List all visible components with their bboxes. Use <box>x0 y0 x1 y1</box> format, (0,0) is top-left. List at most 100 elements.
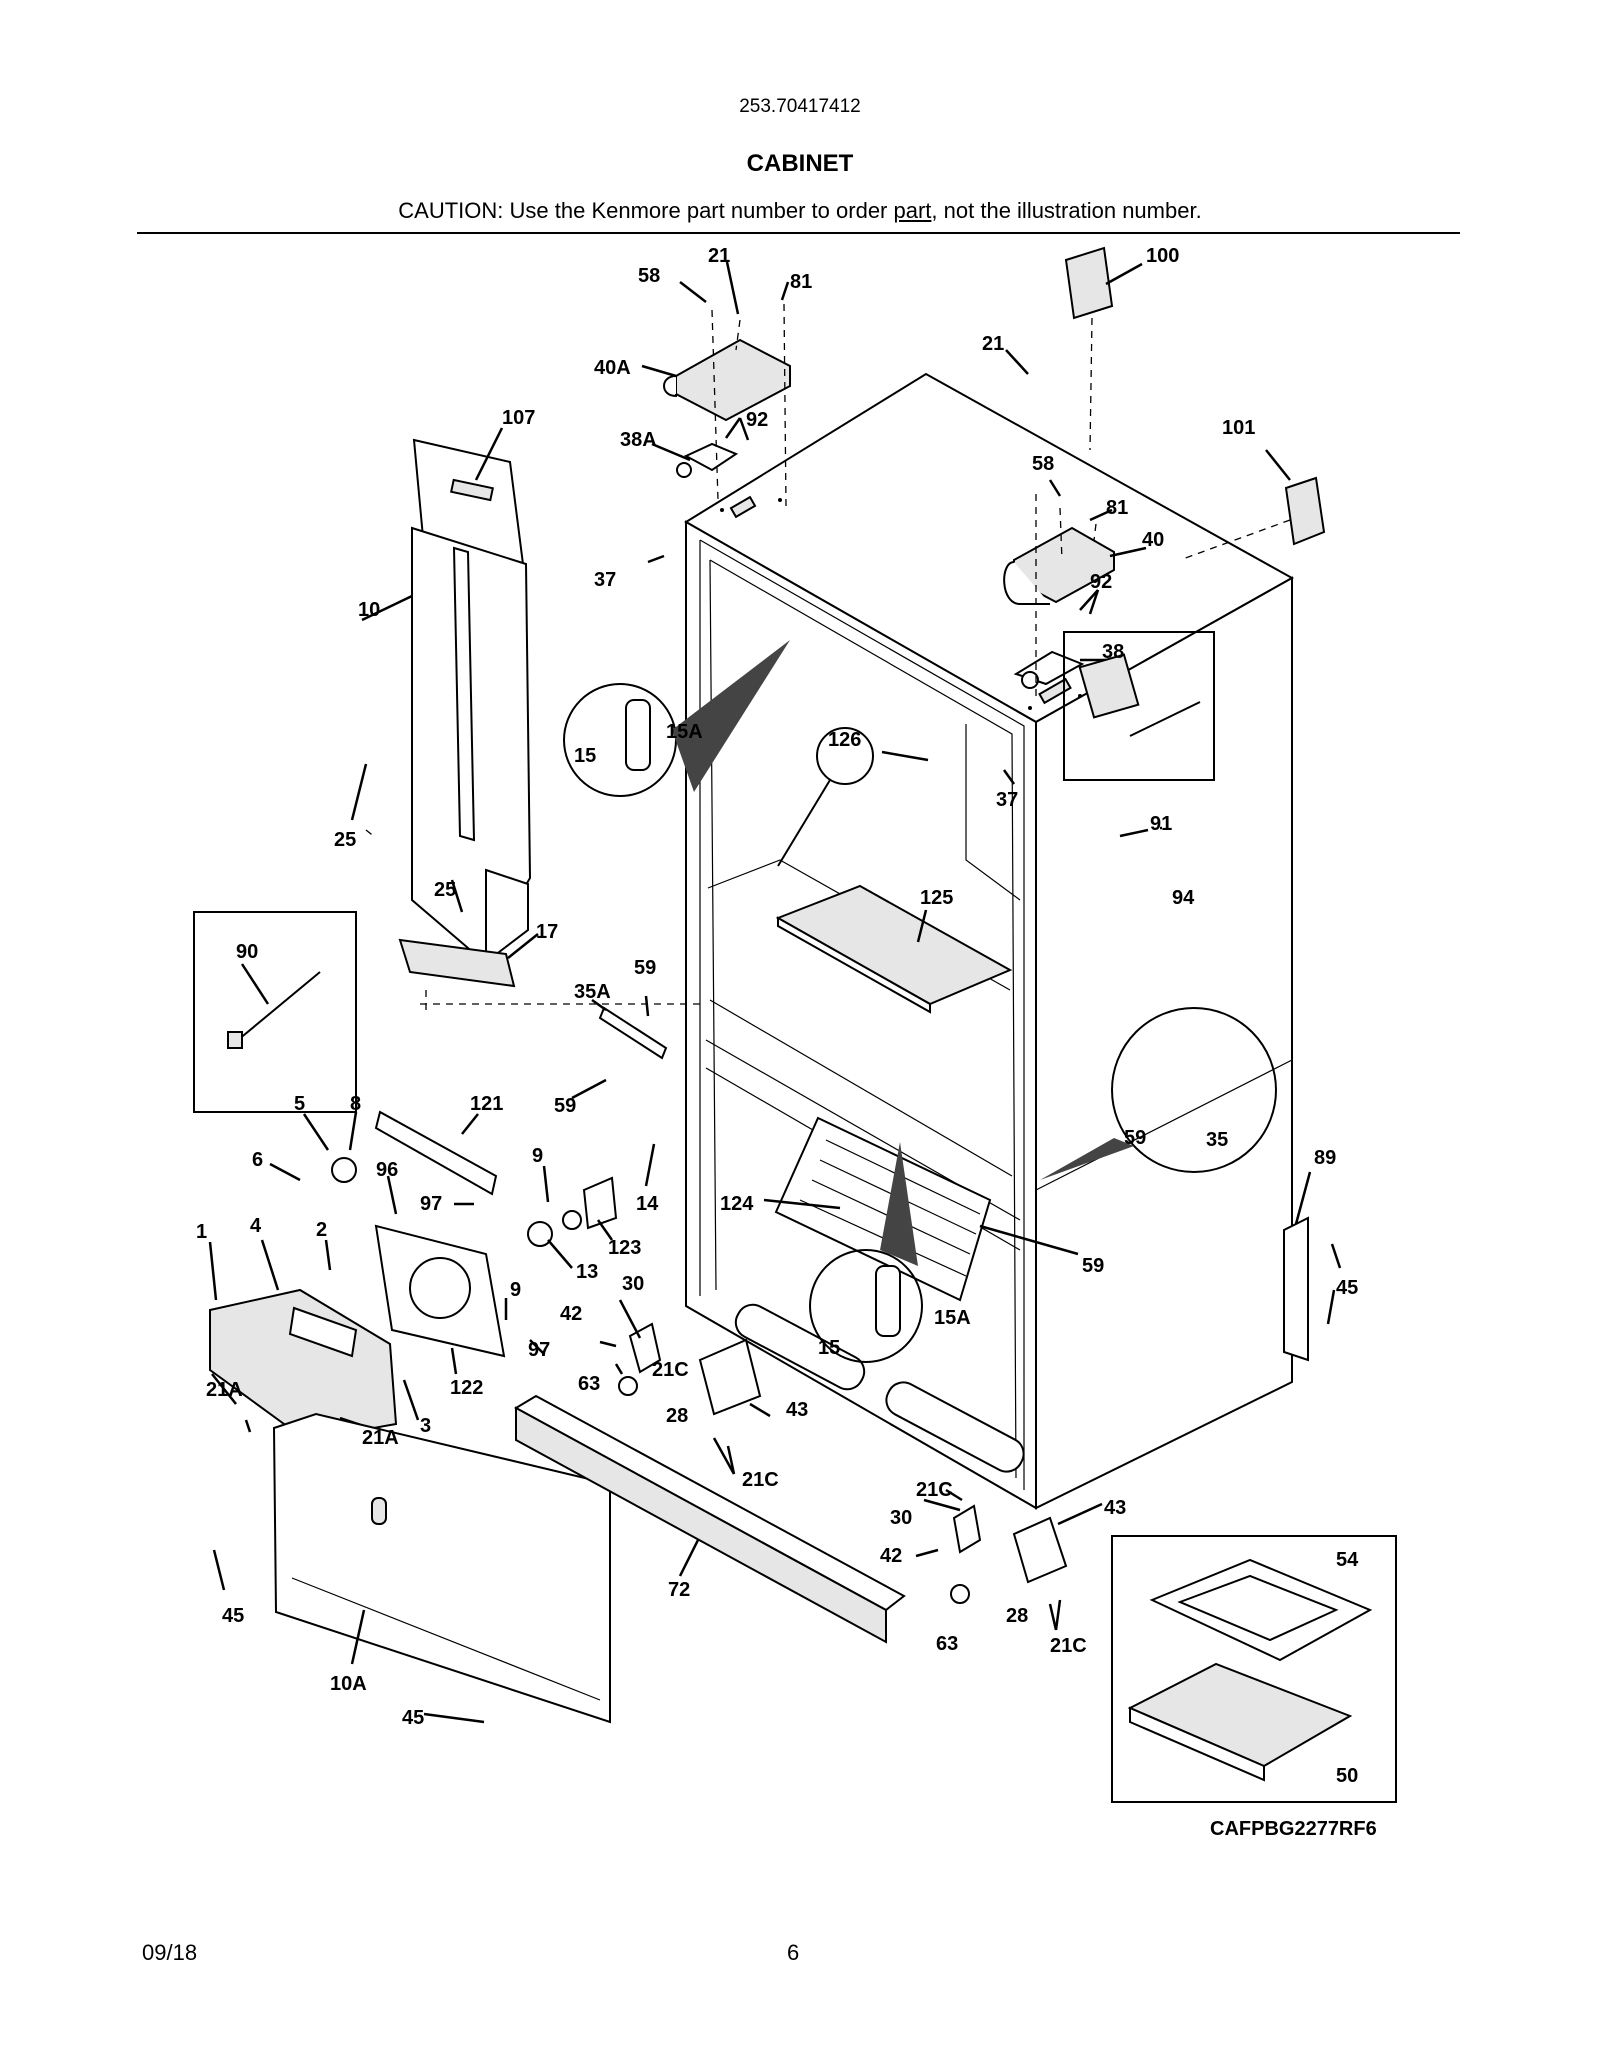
callout-25-lower: 25 <box>434 879 456 901</box>
hinge-cover-100 <box>1064 246 1143 451</box>
callout-59-left: 59 <box>554 1095 576 1117</box>
callout-30: 30 <box>622 1273 644 1295</box>
callout-21C-bottom: 21C <box>1050 1635 1087 1657</box>
magnifier-126 <box>777 727 874 867</box>
callout-125: 125 <box>920 887 953 909</box>
lower-right-hinge-group <box>915 1488 1103 1631</box>
inset-box-91-94 <box>1063 631 1215 830</box>
callout-63: 63 <box>578 1373 600 1395</box>
callout-81: 81 <box>790 271 812 293</box>
callout-35: 35 <box>1206 1129 1228 1151</box>
callout-9: 9 <box>532 1145 543 1167</box>
callout-38A: 38A <box>620 429 657 451</box>
callout-2: 2 <box>316 1219 327 1241</box>
callout-59: 59 <box>634 957 656 979</box>
footer-date: 09/18 <box>142 1940 198 1965</box>
callout-81-right: 81 <box>1106 497 1128 519</box>
callout-14: 14 <box>636 1193 659 1215</box>
header-rule <box>137 232 1460 234</box>
callout-30-right: 30 <box>890 1507 912 1529</box>
callout-21-right: 21 <box>982 333 1004 355</box>
callout-59-inset: 59 <box>1124 1127 1146 1149</box>
callout-15A-upper: 15A <box>666 721 703 743</box>
lower-trough-part <box>734 1303 1025 1473</box>
callout-96: 96 <box>376 1159 398 1181</box>
callout-45: 45 <box>222 1605 244 1627</box>
callout-40A: 40A <box>594 357 631 379</box>
inset-box-90 <box>193 911 357 1113</box>
magnifier-35-59 <box>1040 1007 1277 1180</box>
callout-124: 124 <box>720 1193 754 1215</box>
callout-25: 25 <box>334 829 356 851</box>
callout-8: 8 <box>350 1093 361 1115</box>
callout-21C-lower: 21C <box>742 1469 779 1491</box>
damper-bracket-group <box>420 995 700 1100</box>
callout-21C-right: 21C <box>916 1479 953 1501</box>
callout-labels: 21 58 81 40A 92 38A 100 101 21 58 81 40 … <box>196 245 1359 1787</box>
inset-box-50-54 <box>1111 1535 1397 1803</box>
callout-58: 58 <box>638 265 660 287</box>
shelf-part <box>775 884 1013 1014</box>
callout-107: 107 <box>502 407 535 429</box>
callout-92-right: 92 <box>1090 571 1112 593</box>
callout-21A-lower: 21A <box>362 1427 399 1449</box>
callout-92: 92 <box>746 409 768 431</box>
callout-121: 121 <box>470 1093 503 1115</box>
callout-40: 40 <box>1142 529 1164 551</box>
callout-72: 72 <box>668 1579 690 1601</box>
callout-21: 21 <box>708 245 730 267</box>
diagram-code: CAFPBG2277RF6 <box>1210 1818 1377 1840</box>
callout-43-right: 43 <box>1104 1497 1126 1519</box>
callout-59-right: 59 <box>1082 1255 1104 1277</box>
cabinet-hinge-holes <box>720 498 1082 710</box>
caution-text-end: , not the illustration number. <box>931 198 1202 223</box>
magnifier-15-15A-upper <box>563 640 790 797</box>
callout-10A: 10A <box>330 1673 367 1695</box>
callout-35A: 35A <box>574 981 611 1003</box>
callout-90: 90 <box>236 941 258 963</box>
callout-9-lower: 9 <box>510 1279 521 1301</box>
callout-38: 38 <box>1102 641 1124 663</box>
callout-63-right: 63 <box>936 1633 958 1655</box>
callout-42: 42 <box>560 1303 582 1325</box>
callout-28: 28 <box>666 1405 688 1427</box>
callout-5: 5 <box>294 1093 305 1115</box>
callout-97-lower: 97 <box>528 1339 550 1361</box>
callout-15A-lower: 15A <box>934 1307 971 1329</box>
callout-10: 10 <box>358 599 380 621</box>
lower-left-hinge-group <box>599 1299 771 1475</box>
callout-37-right: 37 <box>996 789 1018 811</box>
callout-45-bottom: 45 <box>402 1707 424 1729</box>
model-number: 253.70417412 <box>739 96 861 117</box>
section-title: CABINET <box>746 150 854 177</box>
callout-17: 17 <box>536 921 558 943</box>
page-number: 6 <box>787 1940 800 1965</box>
left-hinge-group <box>641 261 791 507</box>
callout-50: 50 <box>1336 1765 1358 1787</box>
callout-15-lower: 15 <box>818 1337 840 1359</box>
kickplate-part <box>513 1394 906 1644</box>
caution-note: CAUTION: Use the Kenmore part number to … <box>0 198 1600 224</box>
callout-21C: 21C <box>652 1359 689 1381</box>
rear-access-panel <box>212 1412 611 1724</box>
magnifier-15-15A-lower <box>809 1142 923 1363</box>
callout-42-right: 42 <box>880 1545 902 1567</box>
air-duct-assembly <box>350 427 539 1010</box>
callout-100: 100 <box>1146 245 1179 267</box>
callout-6: 6 <box>252 1149 263 1171</box>
side-cover-part <box>1283 1171 1342 1362</box>
callout-126: 126 <box>828 729 861 751</box>
callout-94: 94 <box>1172 887 1195 909</box>
caution-text: CAUTION: Use the Kenmore part number to … <box>398 198 894 223</box>
callout-45-right: 45 <box>1336 1277 1358 1299</box>
callout-37: 37 <box>594 569 616 591</box>
callout-91: 91 <box>1150 813 1172 835</box>
callout-15-upper: 15 <box>574 745 596 767</box>
callout-43: 43 <box>786 1399 808 1421</box>
callout-3: 3 <box>420 1415 431 1437</box>
callout-54: 54 <box>1336 1549 1359 1571</box>
callout-101: 101 <box>1222 417 1255 439</box>
callout-123: 123 <box>608 1237 641 1259</box>
callout-97: 97 <box>420 1193 442 1215</box>
